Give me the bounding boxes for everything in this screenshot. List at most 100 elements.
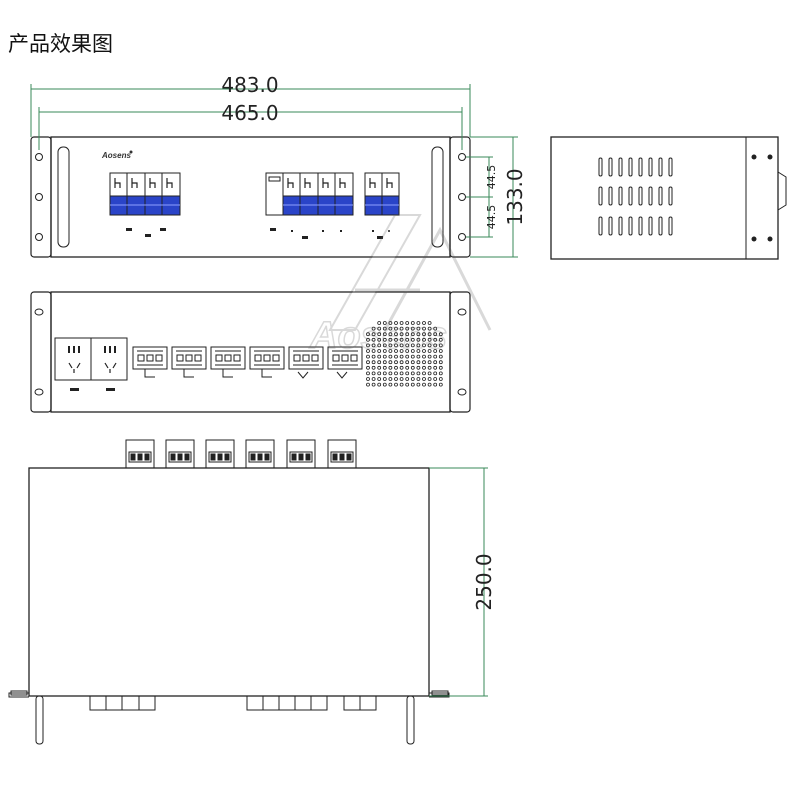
vent-hole (394, 354, 398, 359)
breaker-group-1 (109, 172, 181, 216)
brand-logo: Aosens (101, 151, 131, 160)
mount-hole (458, 193, 466, 201)
vent-hole (405, 326, 410, 331)
vent-hole (427, 377, 432, 381)
vent-hole (366, 354, 370, 359)
vent-hole (394, 349, 398, 353)
vent-hole (433, 326, 438, 331)
vent-hole (394, 337, 398, 342)
vent-hole (410, 360, 415, 365)
vent-hole (410, 371, 415, 376)
handle (35, 695, 44, 745)
front-view: Aosens (30, 73, 527, 258)
page-title: 产品效果图 (8, 32, 113, 56)
breaker-group-3 (364, 172, 400, 216)
vent-hole (416, 371, 421, 376)
vent-hole (394, 360, 398, 365)
vent-hole (438, 365, 443, 370)
vent-hole (438, 343, 443, 348)
vent-hole (405, 377, 410, 381)
vent-hole (366, 343, 370, 348)
vent-hole (433, 360, 438, 365)
mount-hole (35, 153, 43, 161)
vent-hole (388, 321, 393, 325)
vent-hole (388, 332, 393, 337)
vent-hole (394, 365, 398, 370)
vent-hole (422, 349, 426, 353)
vent-hole (399, 326, 404, 331)
watermark-logo: Aosens (308, 214, 492, 358)
vent-hole (377, 321, 382, 325)
vent-hole (416, 326, 421, 331)
mount-hole (458, 233, 466, 241)
rear-panel (50, 291, 451, 413)
vent-hole (388, 382, 393, 387)
vent-hole (427, 332, 432, 337)
vent-hole (366, 365, 370, 370)
vent-hole (427, 371, 432, 376)
vent-hole (371, 337, 376, 342)
vent-hole (399, 349, 404, 353)
vent-hole (371, 354, 376, 359)
vent-hole (422, 360, 426, 365)
front-panel (50, 136, 451, 258)
vent-hole (382, 349, 387, 353)
vent-hole (433, 337, 438, 342)
vent-hole (427, 349, 432, 353)
vent-hole (410, 349, 415, 353)
vent-hole (377, 360, 382, 365)
vent-hole (371, 326, 376, 331)
vent-hole (422, 343, 426, 348)
vent-hole (438, 360, 443, 365)
vent-hole (433, 371, 438, 376)
vent-hole (399, 360, 404, 365)
vent-hole (388, 343, 393, 348)
vent-hole (388, 349, 393, 353)
vent-hole (427, 321, 432, 325)
vent-hole (377, 377, 382, 381)
vent-hole (433, 343, 438, 348)
svg-text:Aosens: Aosens (309, 315, 447, 357)
vent-hole (438, 337, 443, 342)
vent-hole (427, 382, 432, 387)
vent-hole (405, 337, 410, 342)
vent-hole (388, 371, 393, 376)
vent-hole (422, 354, 426, 359)
vent-hole (382, 332, 387, 337)
vent-hole (366, 382, 370, 387)
vent-hole (427, 354, 432, 359)
vent-hole (416, 354, 421, 359)
vent-hole (438, 382, 443, 387)
vent-hole (366, 377, 370, 381)
vent-hole (399, 365, 404, 370)
vent-hole (405, 354, 410, 359)
vent-hole (399, 377, 404, 381)
vent-hole (388, 365, 393, 370)
power-sockets (54, 337, 128, 391)
vent-hole (438, 349, 443, 353)
vent-hole (427, 337, 432, 342)
vent-hole (416, 382, 421, 387)
vent-hole (399, 332, 404, 337)
socket (90, 337, 128, 381)
vent-hole (416, 337, 421, 342)
dim-depth: 250.0 (429, 467, 496, 697)
vent-hole (438, 371, 443, 376)
vent-hole (377, 343, 382, 348)
vent-hole (410, 337, 415, 342)
vent-hole (422, 337, 426, 342)
vent-hole (405, 360, 410, 365)
vent-hole (377, 337, 382, 342)
left-handle (57, 146, 70, 248)
vent-hole (366, 371, 370, 376)
vent-hole (416, 349, 421, 353)
svg-text:133.0: 133.0 (503, 168, 527, 225)
vent-hole (382, 382, 387, 387)
vent-hole (410, 326, 415, 331)
vent-hole (394, 343, 398, 348)
vent-hole (382, 321, 387, 325)
vent-hole (371, 360, 376, 365)
vent-hole (377, 365, 382, 370)
vent-hole (410, 354, 415, 359)
vent-hole (405, 321, 410, 325)
